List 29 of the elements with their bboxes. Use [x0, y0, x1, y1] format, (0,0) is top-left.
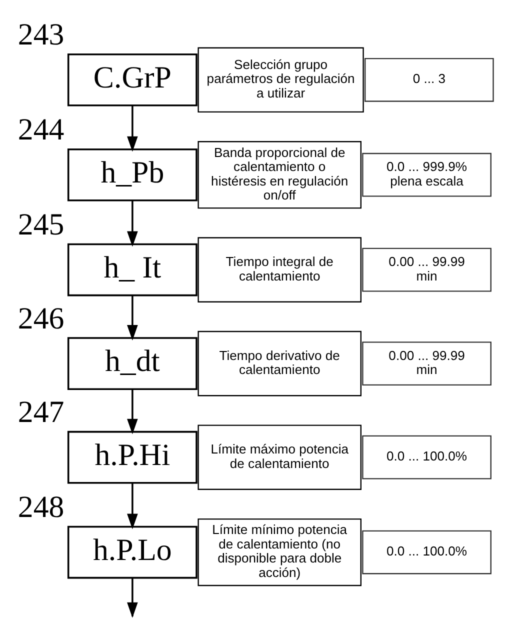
node-box: Banda proporcional de calentamiento o histéresis en regulación on/off: [197, 141, 361, 209]
node-box: Tiempo integral de calentamiento: [197, 237, 361, 302]
node-box: h.P.Hi: [66, 430, 197, 484]
node-box: h.P.Lo: [66, 526, 197, 579]
node-box: 0.0 ... 999.9% plena escala: [362, 152, 491, 197]
node-box: 0.0 ... 100.0%: [362, 530, 491, 574]
node-box: C.GrP: [66, 54, 197, 106]
node-label: 247: [17, 395, 64, 430]
node-label: 246: [17, 301, 64, 336]
node-box: h_Pb: [66, 148, 197, 202]
node-box: h_ It: [66, 243, 197, 296]
node-box: h_dt: [66, 337, 197, 390]
node-box: Tiempo derivativo de calentamiento: [197, 330, 361, 396]
node-label: 243: [17, 18, 64, 52]
arrow: [126, 483, 138, 530]
node-label: 244: [17, 112, 64, 147]
node-box: Límite máximo potencia de calentamiento: [197, 424, 361, 490]
node-label: 245: [17, 208, 64, 242]
node-box: 0.00 ... 99.99 min: [362, 248, 491, 292]
node-box: 0 ... 3: [364, 58, 494, 102]
node-box: 0.0 ... 100.0%: [362, 435, 491, 480]
arrow: [126, 106, 138, 152]
node-label: 248: [17, 490, 64, 524]
node-box: Selección grupo parámetros de regulación a utilizar: [197, 47, 364, 113]
node-box: Límite mínimo potencia de calentamiento (no disponible para doble acción): [197, 518, 361, 586]
arrow: [126, 389, 138, 434]
arrow: [126, 295, 138, 341]
node-box: 0.00 ... 99.99 min: [362, 342, 491, 386]
arrow: [126, 200, 138, 247]
